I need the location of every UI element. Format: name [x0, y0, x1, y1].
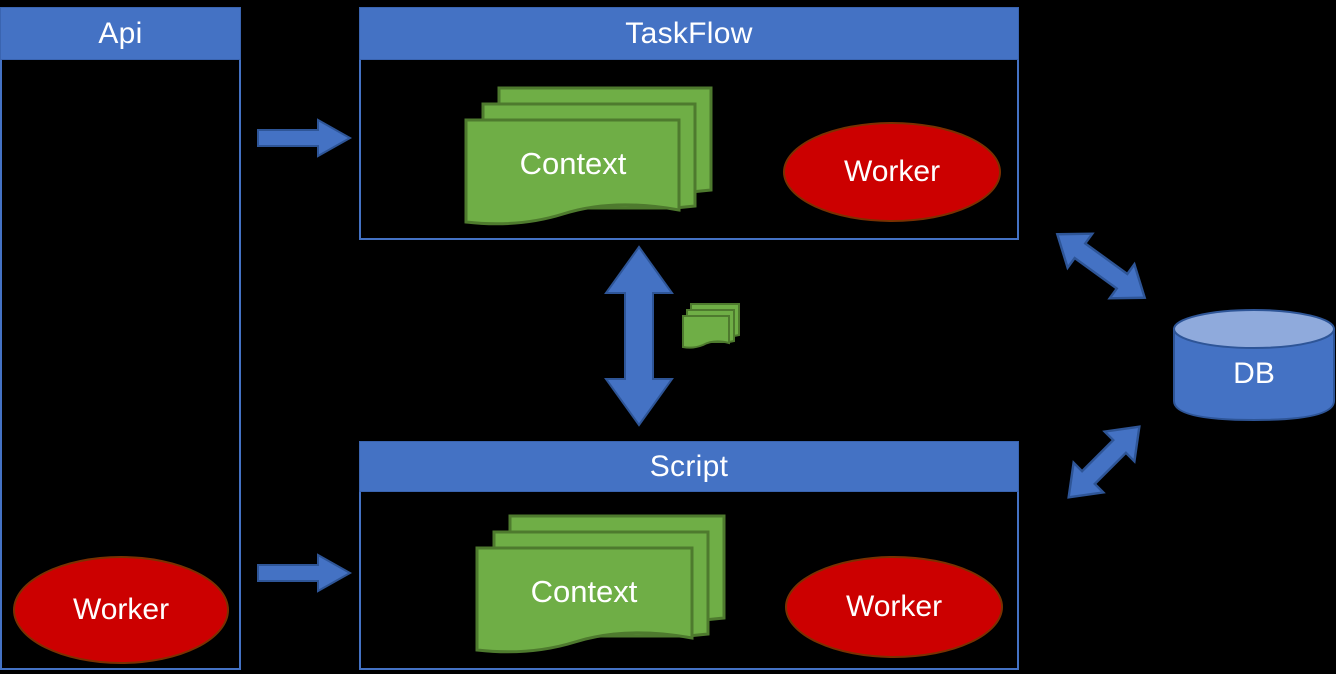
database-cylinder[interactable]: DB [1172, 308, 1336, 422]
worker-ellipse-script[interactable]: Worker [785, 556, 1003, 658]
arrow-double-vertical-icon [604, 245, 674, 427]
context-document-stack-taskflow[interactable]: Context [463, 86, 713, 228]
worker-ellipse-taskflow[interactable]: Worker [783, 122, 1001, 222]
arrow-right-icon [257, 553, 353, 593]
context-document-stack-script[interactable]: Context [474, 514, 726, 656]
arrow-taskflow-db[interactable] [1035, 218, 1167, 314]
container-script-title: Script [649, 449, 729, 483]
arrow-api-to-script[interactable] [256, 553, 353, 593]
container-script-header: Script [359, 441, 1019, 492]
container-api-header: Api [0, 7, 241, 60]
multi-document-icon [682, 303, 740, 349]
multi-document-icon [475, 514, 726, 654]
container-taskflow-title: TaskFlow [625, 16, 753, 50]
container-taskflow-header: TaskFlow [359, 7, 1019, 60]
context-document-stack-shared[interactable] [681, 302, 741, 350]
worker-ellipse-api-label: Worker [72, 593, 170, 626]
database-icon [1173, 309, 1335, 422]
arrow-double-diagonal-icon [1067, 425, 1141, 499]
worker-ellipse-taskflow-label: Worker [843, 155, 941, 188]
arrow-api-to-taskflow[interactable] [256, 118, 353, 158]
arrow-right-icon [257, 118, 353, 158]
worker-ellipse-api[interactable]: Worker [13, 556, 229, 664]
arrow-script-db[interactable] [1048, 406, 1160, 518]
arrow-double-diagonal-icon [1055, 232, 1147, 300]
container-api-title: Api [98, 16, 143, 50]
arrow-taskflow-script[interactable] [604, 245, 674, 427]
multi-document-icon [464, 86, 713, 226]
worker-ellipse-script-label: Worker [845, 590, 943, 623]
